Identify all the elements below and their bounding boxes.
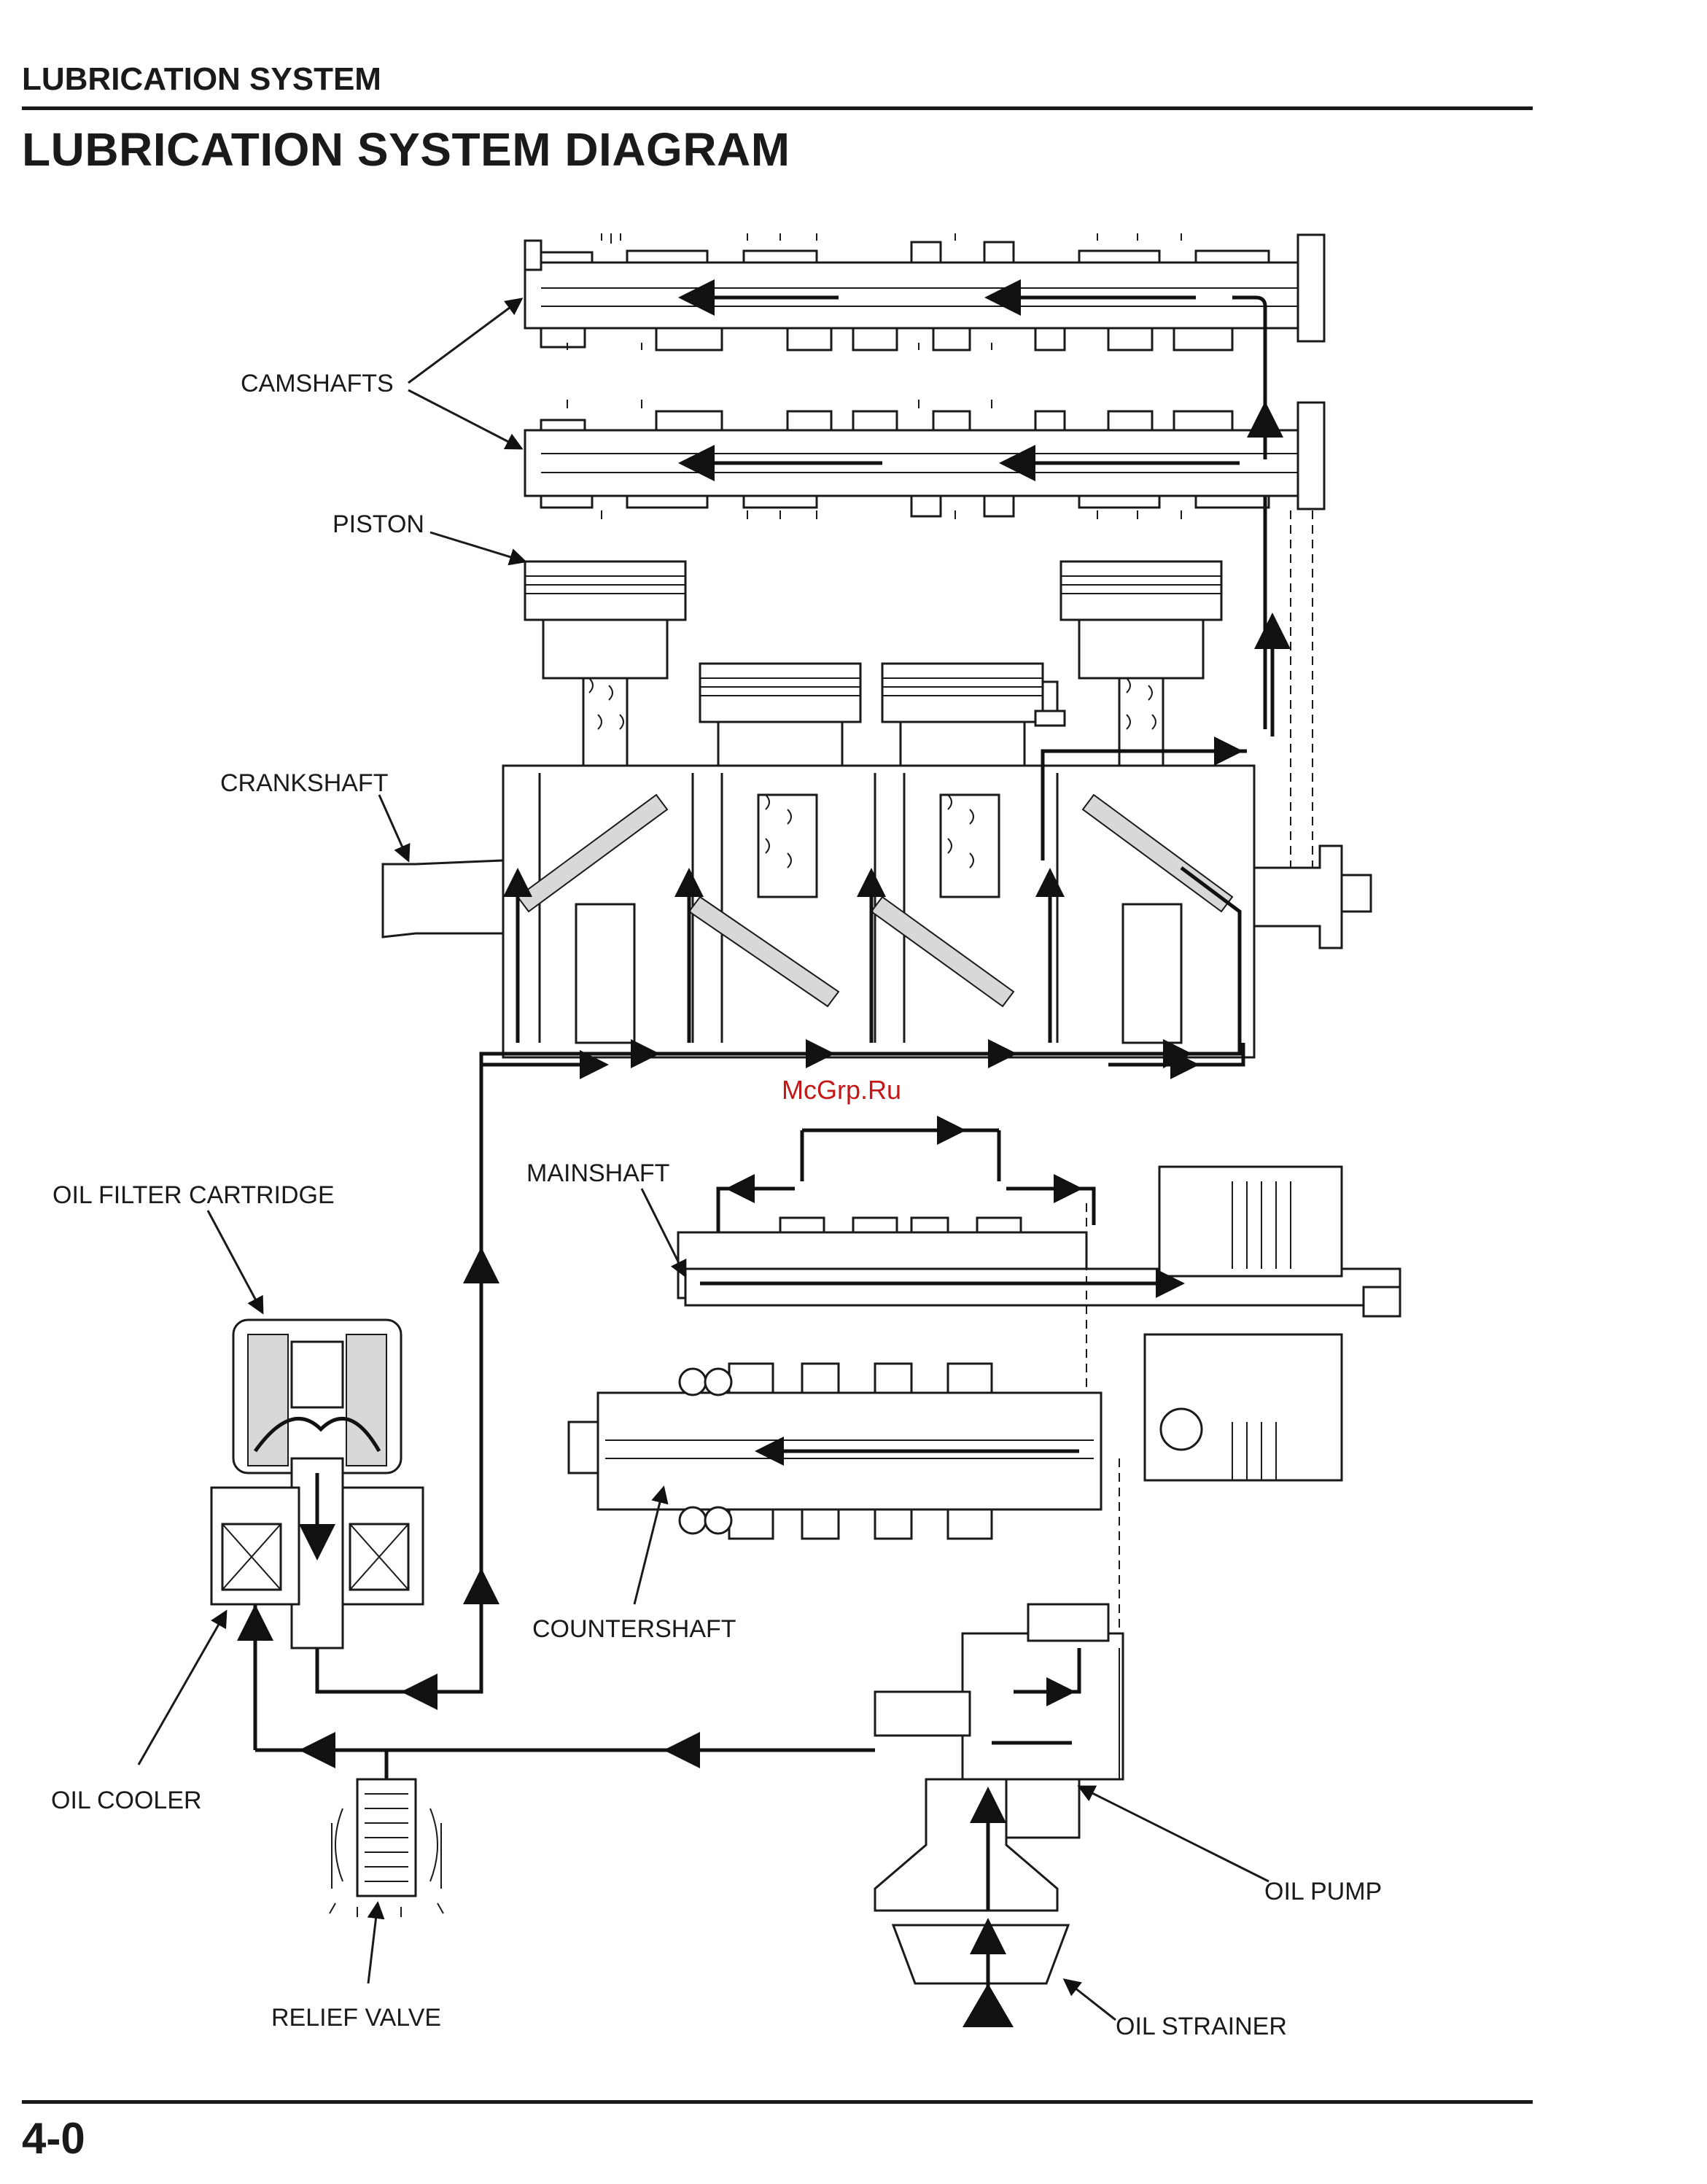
footer-rule (22, 2100, 1533, 2104)
mainshaft-label: MAINSHAFT (526, 1159, 669, 1187)
piston-1 (525, 561, 685, 795)
oil-cooler-label: OIL COOLER (51, 1787, 202, 1814)
crankshaft-block (383, 766, 1371, 1057)
page-number: 4-0 (22, 2113, 85, 2164)
piston-4 (1061, 561, 1221, 795)
relief-valve (330, 1779, 443, 1917)
camshafts-label: CAMSHAFTS (241, 370, 394, 397)
piston-label: PISTON (333, 510, 424, 538)
oil-pump-label: OIL PUMP (1264, 1878, 1382, 1905)
oil-filter-label: OIL FILTER CARTRIDGE (53, 1181, 335, 1209)
crankshaft-label: CRANKSHAFT (220, 769, 388, 797)
camshaft-lower (525, 403, 1324, 516)
countershaft-label: COUNTERSHAFT (532, 1615, 736, 1643)
oil-strainer-label: OIL STRAINER (1116, 2013, 1287, 2040)
watermark: McGrp.Ru (782, 1075, 901, 1105)
relief-valve-label: RELIEF VALVE (271, 2004, 441, 2032)
